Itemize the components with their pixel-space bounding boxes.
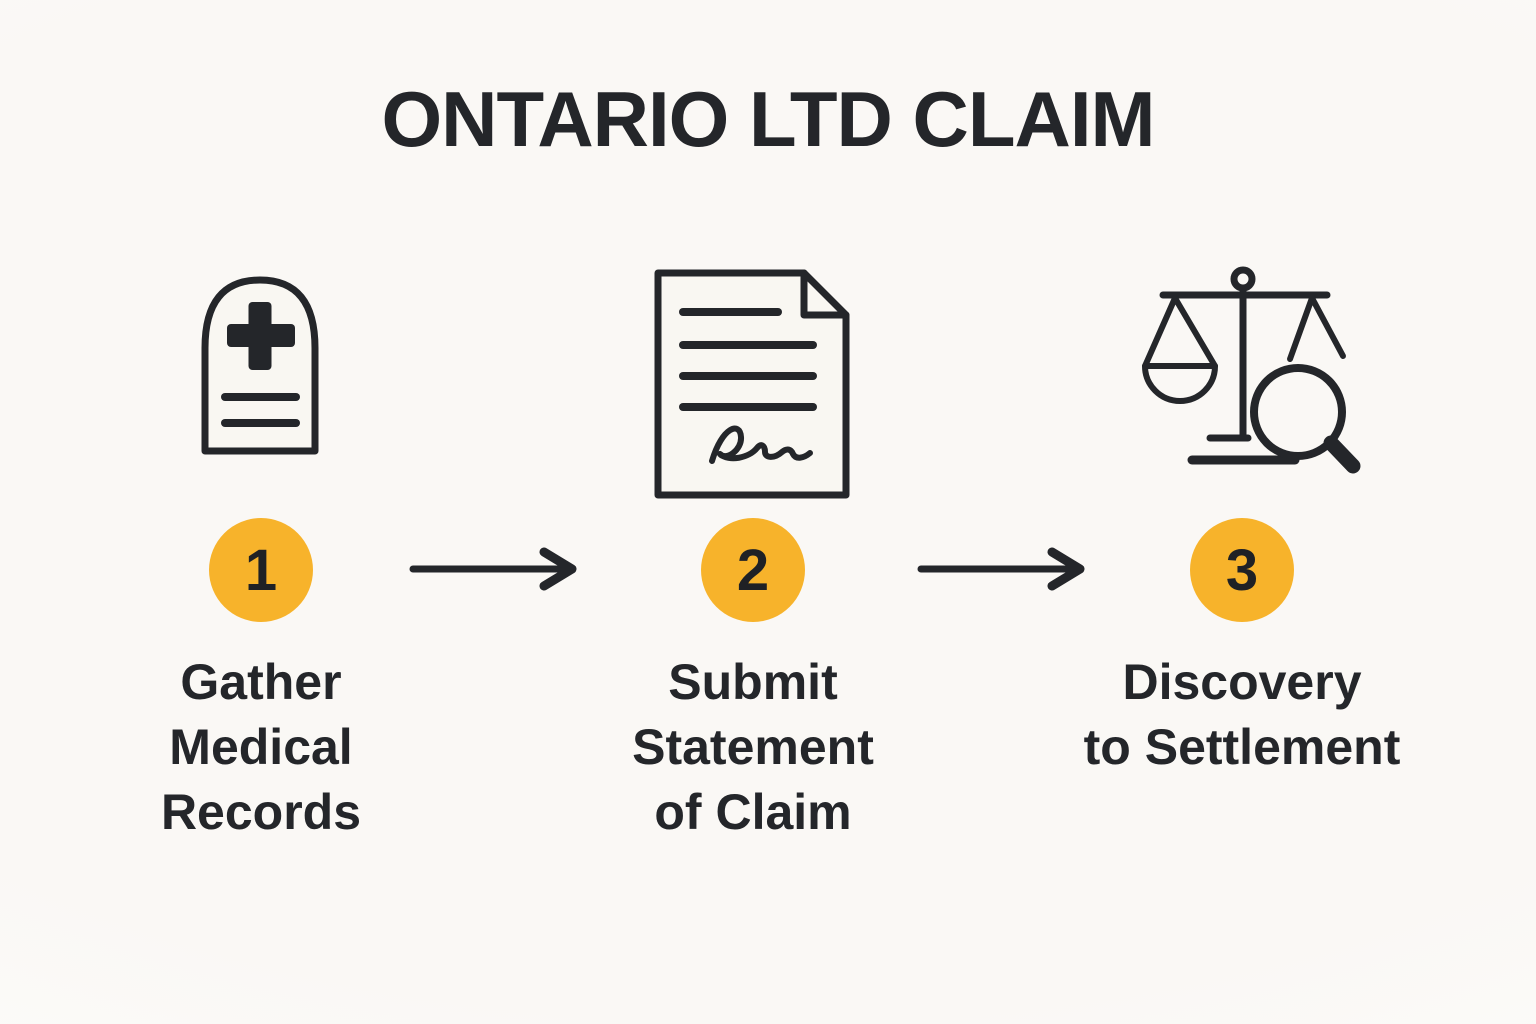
- step-label: Submit Statement of Claim: [513, 650, 993, 845]
- step-number: 2: [736, 537, 770, 603]
- medical-record-icon: [198, 270, 322, 458]
- step-label-line: to Settlement: [1083, 719, 1401, 775]
- step-label-line: Gather: [180, 654, 342, 710]
- step-number-badge: 3: [1190, 518, 1294, 622]
- statement-of-claim-document-icon: [650, 265, 854, 503]
- scales-with-magnifier-icon: [1135, 264, 1385, 482]
- step-number: 1: [244, 537, 278, 603]
- step-label: Discovery to Settlement: [1002, 650, 1482, 780]
- step-label-line: Records: [160, 784, 362, 840]
- step-label-line: Discovery: [1122, 654, 1362, 710]
- page-title: ONTARIO LTD CLAIM: [381, 75, 1156, 163]
- step-number-badge: 1: [209, 518, 313, 622]
- step-label-line: of Claim: [654, 784, 852, 840]
- step-label-line: Statement: [632, 719, 874, 775]
- step-number-badge: 2: [701, 518, 805, 622]
- flow-arrow-icon: [408, 547, 584, 596]
- step-label-line: Medical: [169, 719, 353, 775]
- step-label: Gather Medical Records: [21, 650, 501, 845]
- step-number: 3: [1225, 537, 1259, 603]
- step-label-line: Submit: [668, 654, 838, 710]
- flow-arrow-icon: [916, 547, 1092, 596]
